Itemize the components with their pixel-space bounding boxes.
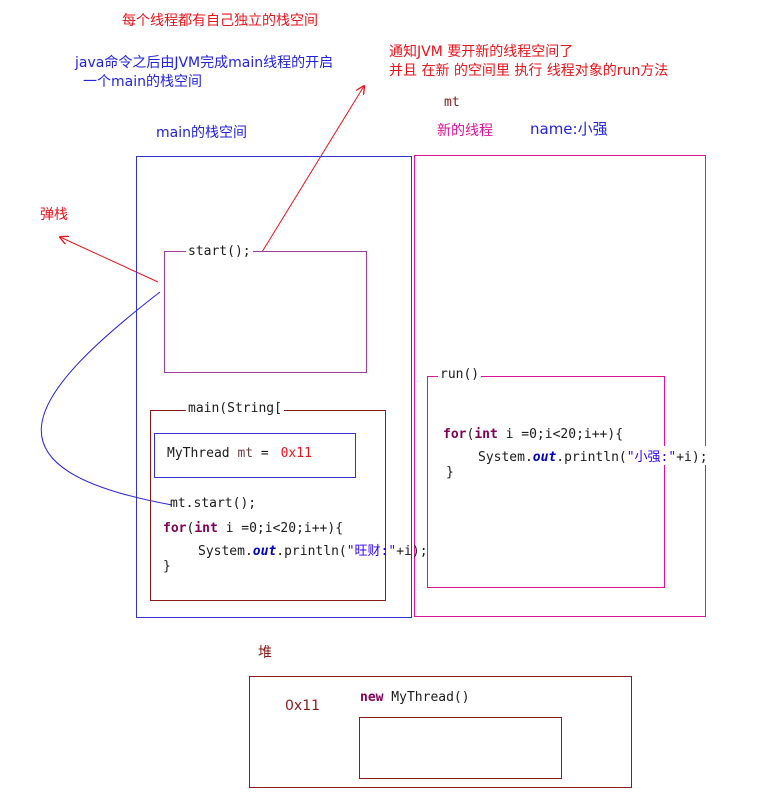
mythread-declaration: MyThread mt = 0x11 <box>167 446 312 461</box>
decl-type: MyThread <box>167 446 230 461</box>
jvm-notify-note-line1: 通知JVM 要开新的线程空间了 <box>389 44 574 60</box>
per-thread-stack-note: 每个线程都有自己独立的栈空间 <box>122 13 318 29</box>
print-field: out <box>252 544 277 559</box>
start-call-curve <box>41 291 173 506</box>
new-mythread-expression: new MyThread() <box>360 690 470 705</box>
run-method-frame <box>427 376 665 588</box>
print-string: "旺财:" <box>346 544 397 559</box>
java-command-note-line1: java命令之后由JVM完成main线程的开启 <box>75 55 334 71</box>
heap-label: 堆 <box>258 645 272 661</box>
main-loop-close: } <box>163 559 171 574</box>
decl-var: mt <box>237 446 254 461</box>
run-frame-label: run() <box>438 367 482 382</box>
print-prefix: System. <box>198 544 253 559</box>
run-loop-head: for(int i =0;i<20;i++){ <box>441 427 626 442</box>
run-loop-print: System.out.println("小强:"+i); <box>476 446 710 465</box>
print-method: .println( <box>276 544 347 559</box>
new-thread-label: 新的线程 <box>437 123 493 139</box>
start-frame <box>164 251 367 373</box>
new-expression-rest: MyThread() <box>383 690 470 705</box>
heap-area <box>249 676 632 788</box>
decl-eq: = <box>253 446 277 461</box>
new-keyword: new <box>360 690 384 705</box>
main-stack-label: main的栈空间 <box>156 125 247 141</box>
mt-variable-label: mt <box>444 95 460 110</box>
print-suffix: +i); <box>396 544 428 559</box>
start-call-line: mt.start(); <box>170 496 257 511</box>
print-prefix: System. <box>478 450 533 465</box>
pop-stack-arrow <box>60 237 159 283</box>
run-loop-close: } <box>444 465 456 480</box>
print-string: "小强:" <box>626 450 677 465</box>
print-suffix: +i); <box>676 450 708 465</box>
main-frame-label: main(String[ <box>186 401 284 416</box>
start-frame-label: start(); <box>186 244 253 259</box>
print-method: .println( <box>556 450 627 465</box>
pop-stack-label: 弹栈 <box>40 207 68 223</box>
mythread-declaration-box <box>154 433 356 478</box>
int-keyword: int <box>474 427 498 442</box>
int-keyword: int <box>194 521 218 536</box>
heap-object-address: 0x11 <box>285 698 321 714</box>
new-thread-stack-space <box>414 155 706 617</box>
loop-head-rest: i =0;i<20;i++){ <box>497 427 624 442</box>
decl-address: 0x11 <box>280 446 312 461</box>
main-stack-space <box>136 156 412 618</box>
for-keyword: for <box>163 521 187 536</box>
java-command-note-line2: 一个main的栈空间 <box>83 74 202 90</box>
main-loop-head: for(int i =0;i<20;i++){ <box>163 521 344 536</box>
print-field: out <box>532 450 557 465</box>
main-loop-print: System.out.println("旺财:"+i); <box>198 540 428 559</box>
for-keyword: for <box>443 427 467 442</box>
thread-name-label: name:小强 <box>530 120 608 138</box>
jvm-notify-arrow <box>261 86 364 253</box>
mythread-object <box>359 717 562 779</box>
jvm-notify-note-line2: 并且 在新 的空间里 执行 线程对象的run方法 <box>389 63 669 79</box>
loop-head-rest: i =0;i<20;i++){ <box>217 521 344 536</box>
